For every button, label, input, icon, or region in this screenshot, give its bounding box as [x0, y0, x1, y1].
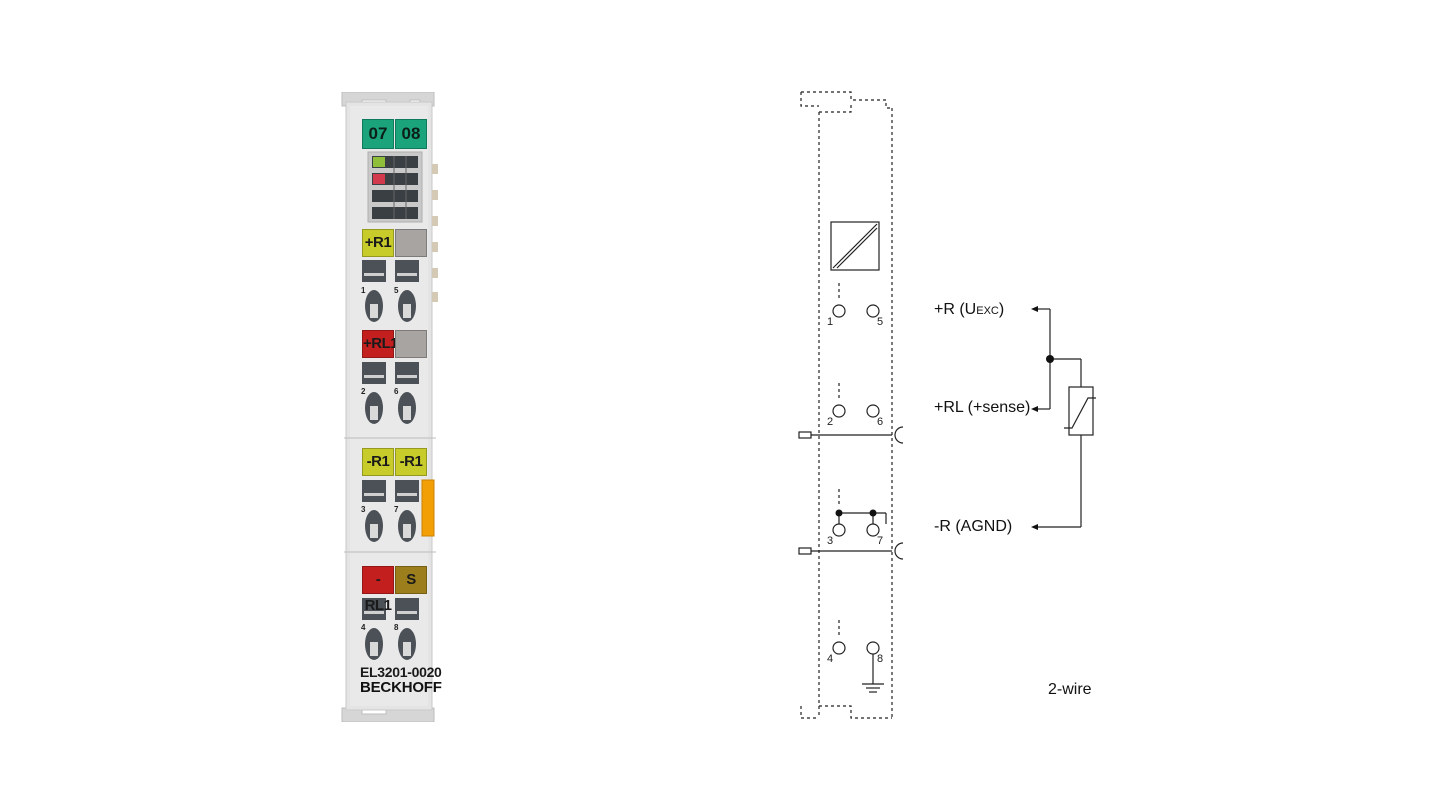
channel-badge-07: 07	[362, 119, 394, 149]
led-error	[373, 174, 385, 184]
terminal-label-right-4: S	[395, 566, 427, 594]
pin-number: 4	[827, 653, 834, 665]
terminal-label-left-2: +RL1	[362, 330, 399, 358]
channel-label: 07	[368, 124, 388, 143]
label-plus-r: +R (UEXC)	[934, 301, 1004, 319]
arrow-plus-rl	[1031, 406, 1038, 412]
terminal-pin-number: 3	[361, 505, 366, 514]
pin-6	[866, 404, 880, 418]
terminal-label-right-3: -R1	[395, 448, 427, 476]
channel-badge-08: 08	[395, 119, 427, 149]
brand-name: BECKHOFF	[360, 679, 442, 696]
pin-1	[832, 304, 846, 318]
pin-number: 5	[877, 316, 884, 328]
model-name: EL3201-0020	[360, 664, 442, 680]
terminal-label-left-1: +R1	[362, 229, 394, 257]
label-plus-r-text: +R (U	[934, 301, 977, 318]
terminal-label-right-2	[395, 330, 427, 358]
terminal-pin-number: 6	[394, 387, 399, 396]
led-run	[373, 157, 385, 167]
terminal-pin-number: 5	[394, 286, 399, 295]
pin-number: 1	[827, 316, 834, 328]
terminal-body	[341, 91, 438, 723]
pin-4	[832, 641, 846, 655]
terminal-label-left-3: -R1	[362, 448, 394, 476]
terminal-label-right-1	[395, 229, 427, 257]
label-plus-rl: +RL (+sense)	[934, 399, 1031, 416]
pin-number: 3	[827, 535, 834, 547]
pin-number: 2	[827, 416, 834, 428]
wiring-type-label: 2-wire	[1048, 681, 1092, 698]
pin-number: 6	[877, 416, 884, 428]
terminal-pin-number: 7	[394, 505, 399, 514]
pin-5	[866, 304, 880, 318]
spring-contacts	[362, 260, 419, 660]
label-plus-r-sub: EXC	[976, 305, 999, 317]
pin-2	[832, 404, 846, 418]
arrow-minus-r	[1031, 524, 1038, 530]
terminal-label-left-4: -RL1	[362, 566, 394, 614]
junction-dot	[1046, 355, 1054, 363]
pin-number: 7	[877, 535, 884, 547]
terminal-pin-number: 2	[361, 387, 366, 396]
pin-number: 8	[877, 653, 884, 665]
ad-converter-symbol	[830, 221, 880, 271]
terminal-pin-number: 1	[361, 286, 366, 295]
arrow-plus-r	[1031, 306, 1038, 312]
terminal-pin-number: 8	[394, 623, 399, 632]
label-plus-r-close: )	[998, 301, 1005, 318]
channel-label: 08	[401, 124, 421, 143]
terminal-pin-number: 4	[361, 623, 366, 632]
pin-3	[832, 523, 846, 537]
module-outline	[800, 91, 893, 719]
label-minus-r: -R (AGND)	[934, 518, 1013, 535]
